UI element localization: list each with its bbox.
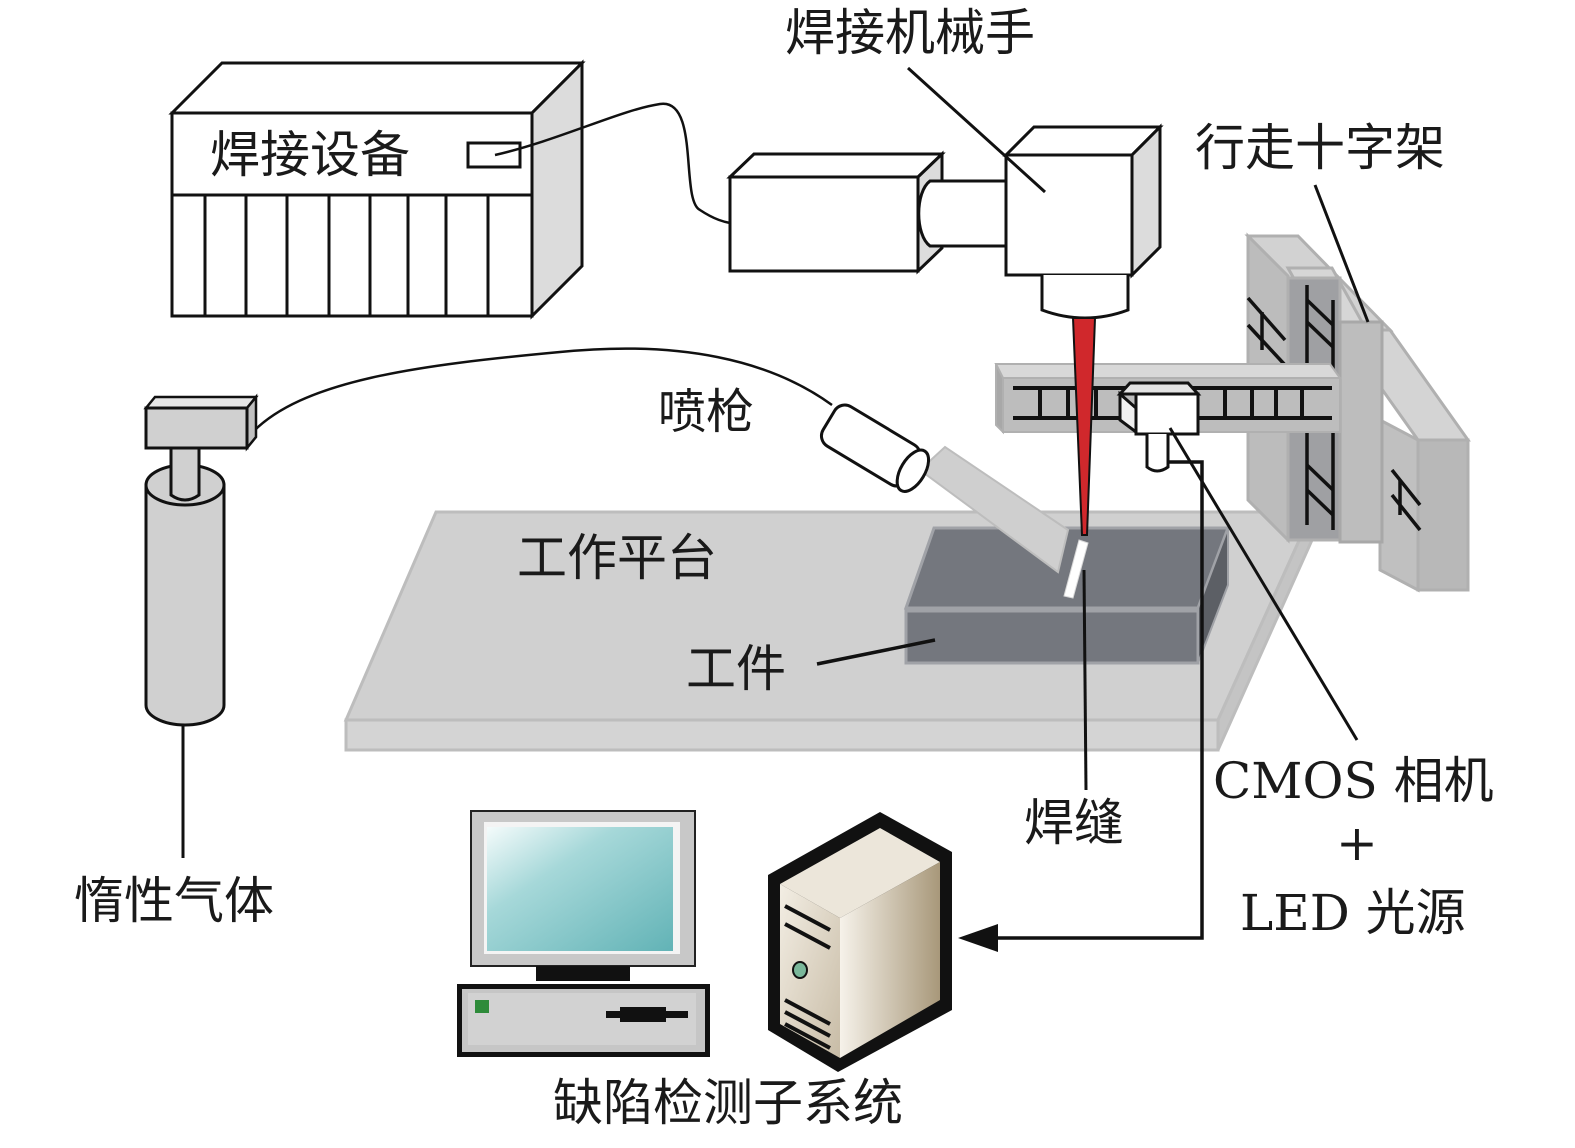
camera-label-line2: LED 光源 — [1240, 884, 1466, 942]
gantry-leader — [1313, 184, 1370, 323]
tower-power-button-icon — [792, 961, 808, 979]
welding-equipment: 焊接设备 — [168, 59, 586, 320]
welding-equipment-label: 焊接设备 — [210, 126, 410, 184]
drive-slot-icon — [620, 1007, 666, 1022]
nozzle-label: 喷枪 — [658, 384, 754, 440]
inert-gas-cylinder — [143, 393, 259, 727]
camera-label-line1: CMOS 相机 — [1213, 752, 1494, 810]
laser-beam — [1071, 317, 1097, 536]
travelling-gantry — [994, 232, 1471, 593]
tower-computer — [768, 812, 952, 1072]
camera-label-plus: + — [1336, 814, 1378, 872]
power-led-icon — [475, 1000, 489, 1013]
work-platform-label: 工作平台 — [517, 529, 717, 587]
signal-cable — [990, 460, 1204, 940]
signal-arrow-icon — [958, 924, 998, 952]
monitor-screen — [487, 827, 673, 951]
weld-seam-leader — [1082, 569, 1088, 791]
defect-subsystem-label: 缺陷检测子系统 — [553, 1074, 903, 1132]
welding-robot-leader — [906, 66, 1047, 194]
inert-gas-label: 惰性气体 — [74, 872, 274, 930]
weld-seam-label: 焊缝 — [1024, 794, 1124, 852]
welding-robot-label: 焊接机械手 — [785, 4, 1035, 62]
spray-nozzle — [819, 403, 931, 493]
cmos-camera — [1116, 381, 1202, 473]
welding-robot — [726, 123, 1164, 320]
gas-spray — [918, 445, 1070, 574]
desktop-computer — [457, 810, 710, 1057]
equipment-port — [466, 141, 522, 169]
workpiece-label: 工件 — [686, 640, 786, 698]
gantry-label: 行走十字架 — [1195, 119, 1445, 177]
workpiece-leader — [816, 638, 936, 666]
power-cable — [494, 102, 731, 225]
workpiece — [903, 526, 1231, 665]
weld-seam — [1063, 539, 1089, 599]
gas-hose — [249, 347, 833, 436]
